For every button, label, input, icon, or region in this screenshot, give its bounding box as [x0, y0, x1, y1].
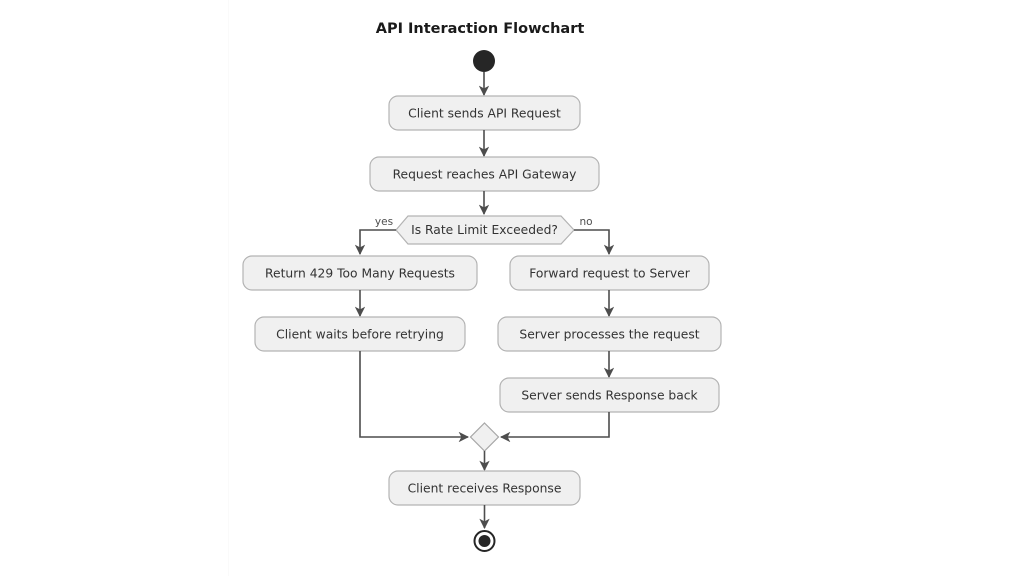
node-client-receives-response[interactable]: Client receives Response — [388, 470, 581, 506]
end-node-core — [478, 535, 491, 547]
end-node — [473, 530, 496, 552]
node-client-sends-api-request[interactable]: Client sends API Request — [388, 95, 581, 131]
decision-is-rate-limit-exceeded[interactable]: Is Rate Limit Exceeded? — [395, 215, 575, 245]
node-label: Client receives Response — [408, 482, 562, 496]
node-label: Forward request to Server — [529, 267, 691, 281]
node-return-429-too-many-requests[interactable]: Return 429 Too Many Requests — [242, 255, 478, 291]
diagram-title: API Interaction Flowchart — [376, 21, 585, 37]
node-label: Server processes the request — [519, 328, 699, 342]
edge-n7-to-merge — [499, 412, 610, 443]
edge-label-no: no — [579, 216, 592, 228]
node-server-processes-the-request[interactable]: Server processes the request — [497, 316, 722, 352]
content-area-edge — [228, 0, 229, 576]
node-label: Return 429 Too Many Requests — [265, 267, 455, 281]
node-label: Client sends API Request — [408, 107, 561, 121]
start-node — [473, 50, 495, 72]
node-request-reaches-api-gateway[interactable]: Request reaches API Gateway — [369, 156, 600, 192]
node-client-waits-before-retrying[interactable]: Client waits before retrying — [254, 316, 466, 352]
edge-decision-yes — [354, 229, 396, 256]
edge-decision-no — [574, 229, 615, 256]
node-server-sends-response-back[interactable]: Server sends Response back — [499, 377, 720, 413]
node-label: Client waits before retrying — [276, 328, 444, 342]
merge-node[interactable] — [469, 422, 500, 452]
node-label: Request reaches API Gateway — [393, 168, 577, 182]
node-label: Server sends Response back — [521, 389, 698, 403]
decision-label: Is Rate Limit Exceeded? — [411, 223, 558, 237]
edge-n4-to-merge — [359, 351, 470, 443]
node-forward-request-to-server[interactable]: Forward request to Server — [509, 255, 710, 291]
edge-label-yes: yes — [375, 216, 393, 228]
